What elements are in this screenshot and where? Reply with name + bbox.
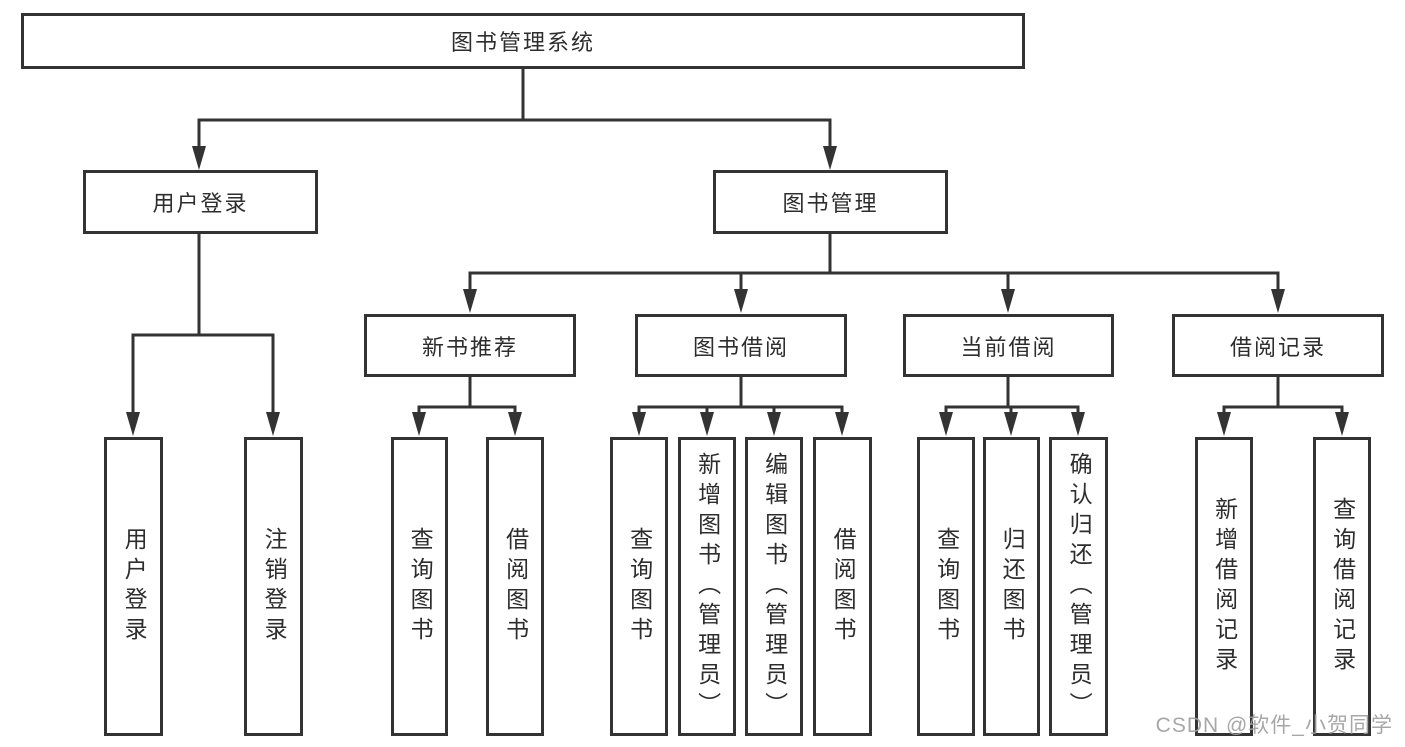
leaf-borrow-edit-book-admin: 编辑图书（管理员） xyxy=(745,437,803,736)
node-root-label: 图书管理系统 xyxy=(450,30,595,55)
node-current-borrow-label: 当前借阅 xyxy=(960,334,1057,360)
node-book-borrow-label: 图书借阅 xyxy=(692,334,789,360)
node-user-login-label: 用户登录 xyxy=(152,191,249,216)
leaf-newbook-borrow-books-label: 借阅图书 xyxy=(502,526,529,647)
node-borrow-record-label: 借阅记录 xyxy=(1229,334,1326,360)
leaf-logout: 注销登录 xyxy=(244,437,303,736)
leaf-current-return-books-label: 归还图书 xyxy=(999,526,1026,647)
node-user-login: 用户登录 xyxy=(83,170,318,234)
leaf-borrow-query-books-label: 查询图书 xyxy=(626,526,653,647)
leaf-borrow-borrow-books-label: 借阅图书 xyxy=(830,526,857,647)
leaf-current-query-books: 查询图书 xyxy=(917,437,975,736)
node-borrow-record: 借阅记录 xyxy=(1172,314,1384,377)
leaf-current-query-books-label: 查询图书 xyxy=(933,526,960,647)
leaf-record-query: 查询借阅记录 xyxy=(1313,437,1371,736)
node-book-management-label: 图书管理 xyxy=(782,191,879,216)
leaf-borrow-add-book-admin-label: 新增图书（管理员） xyxy=(694,451,721,722)
node-new-book-recommend: 新书推荐 xyxy=(364,314,576,377)
node-new-book-recommend-label: 新书推荐 xyxy=(421,334,518,360)
node-book-borrow: 图书借阅 xyxy=(635,314,847,377)
node-root-system: 图书管理系统 xyxy=(21,13,1025,69)
leaf-newbook-borrow-books: 借阅图书 xyxy=(486,437,544,736)
leaf-record-query-label: 查询借阅记录 xyxy=(1329,496,1356,677)
leaf-borrow-borrow-books: 借阅图书 xyxy=(813,437,872,736)
leaf-current-confirm-return-admin-label: 确认归还（管理员） xyxy=(1066,451,1093,722)
node-book-management: 图书管理 xyxy=(713,170,948,234)
leaf-newbook-query-books: 查询图书 xyxy=(391,437,448,736)
leaf-record-add: 新增借阅记录 xyxy=(1195,437,1253,736)
leaf-user-login-label: 用户登录 xyxy=(121,526,148,647)
leaf-borrow-query-books: 查询图书 xyxy=(610,437,668,736)
leaf-record-add-label: 新增借阅记录 xyxy=(1211,496,1238,677)
leaf-logout-label: 注销登录 xyxy=(261,526,288,647)
leaf-current-return-books: 归还图书 xyxy=(983,437,1040,736)
leaf-user-login: 用户登录 xyxy=(104,437,163,736)
node-current-borrow: 当前借阅 xyxy=(903,314,1114,377)
leaf-borrow-edit-book-admin-label: 编辑图书（管理员） xyxy=(761,451,788,722)
leaf-borrow-add-book-admin: 新增图书（管理员） xyxy=(678,437,736,736)
leaf-current-confirm-return-admin: 确认归还（管理员） xyxy=(1049,437,1108,736)
csdn-watermark: CSDN @软件_小贺同学 xyxy=(1155,714,1393,737)
leaf-newbook-query-books-label: 查询图书 xyxy=(407,526,434,647)
